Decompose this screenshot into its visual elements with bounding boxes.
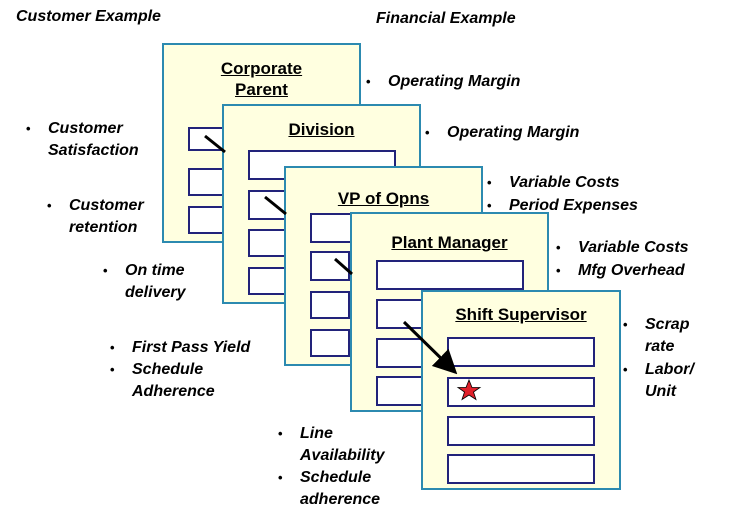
customer-metric-plant-2: • Schedule Adherence (110, 361, 215, 400)
financial-metric-shift-2: • Labor/ Unit (623, 361, 694, 400)
financial-metric-plant-2: • Mfg Overhead (556, 260, 685, 282)
bullet-icon: • (425, 125, 430, 140)
bullet-icon: • (623, 317, 628, 332)
kpi-slot (376, 260, 524, 290)
kpi-slot (447, 454, 595, 484)
card-shift-title: Shift Supervisor (455, 305, 587, 324)
kpi-slot (310, 291, 350, 319)
financial-metric-vp-2: • Period Expenses (487, 195, 638, 217)
customer-metric-vp: • On time delivery (103, 262, 186, 301)
kpi-slot (188, 168, 228, 196)
bullet-icon: • (487, 198, 492, 213)
financial-metric-vp-1: • Variable Costs (487, 172, 620, 194)
kpi-slot (188, 206, 228, 234)
kpi-slot (248, 190, 288, 220)
bullet-icon: • (103, 263, 108, 278)
bullet-icon: • (278, 470, 283, 485)
card-division-title: Division (288, 120, 355, 139)
card-shift-supervisor: Shift Supervisor (421, 290, 621, 490)
kpi-slot (248, 267, 288, 295)
financial-metric-plant-1: • Variable Costs (556, 237, 689, 259)
financial-metric-division: • Operating Margin (425, 122, 579, 144)
bullet-icon: • (556, 263, 561, 278)
customer-metric-division: • Customer retention (47, 197, 144, 236)
bullet-icon: • (366, 74, 371, 89)
customer-example-header: Customer Example (16, 8, 161, 25)
kpi-slot (310, 251, 350, 281)
bullet-icon: • (556, 240, 561, 255)
customer-metric-plant-1: • First Pass Yield (110, 337, 250, 359)
card-plant-title: Plant Manager (391, 233, 508, 252)
bullet-icon: • (623, 362, 628, 377)
kpi-slot (447, 337, 595, 367)
kpi-slot-highlighted (447, 377, 595, 407)
bullet-icon: • (278, 426, 283, 441)
bullet-icon: • (487, 175, 492, 190)
kpi-slot (248, 229, 288, 257)
kpi-slot (447, 416, 595, 446)
kpi-slot (310, 329, 350, 357)
financial-example-header: Financial Example (376, 10, 516, 27)
financial-metric-corporate: • Operating Margin (366, 71, 520, 93)
card-vp-title: VP of Opns (337, 189, 430, 208)
bullet-icon: • (110, 340, 115, 355)
bullet-icon: • (47, 198, 52, 213)
customer-metric-shift-2: • Schedule adherence (278, 469, 381, 508)
bullet-icon: • (110, 362, 115, 377)
customer-metric-corporate: • Customer Satisfaction (26, 120, 139, 159)
bullet-icon: • (26, 121, 31, 136)
card-corporate-title: Corporate Parent (220, 59, 303, 99)
financial-metric-shift-1: • Scrap rate (623, 316, 690, 355)
customer-metric-shift-1: • Line Availability (278, 425, 385, 464)
